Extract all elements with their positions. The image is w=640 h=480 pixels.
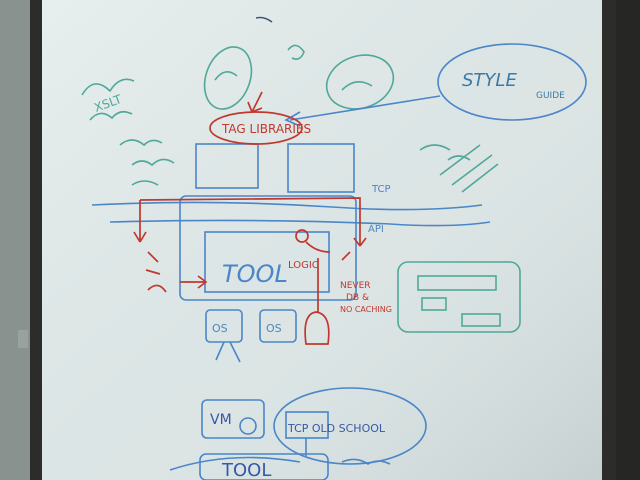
tag-libraries-arrow xyxy=(247,91,263,113)
style-guide-sublabel: GUIDE xyxy=(536,91,565,101)
board-shading xyxy=(42,0,602,480)
os-label-1: OS xyxy=(212,322,228,335)
style-guide-arrow xyxy=(289,95,441,121)
bottom-tool-label: TOOL xyxy=(221,460,271,480)
green-box-inner-2 xyxy=(421,297,447,311)
red-left-arrow xyxy=(133,200,147,243)
api-label: API xyxy=(368,224,384,235)
blue-diagram: STYLE GUIDE TCP API TOOL OS OS VM TCP OL… xyxy=(91,43,587,480)
style-guide-label: STYLE xyxy=(462,70,517,91)
logic-label: LOGIC xyxy=(288,260,319,271)
green-oval-right-text xyxy=(341,81,373,91)
red-left-notes xyxy=(145,251,167,293)
vm-circle xyxy=(239,417,257,435)
marker-holder xyxy=(18,330,28,348)
green-squiggle xyxy=(287,44,305,60)
never-label-3: NO CACHING xyxy=(340,305,392,314)
database-shape xyxy=(304,311,330,345)
never-label-2: DB & xyxy=(346,293,369,303)
tcp-old-school-box xyxy=(285,411,329,439)
blue-line-1 xyxy=(91,201,483,211)
os-label-2: OS xyxy=(266,322,282,335)
os-box-2 xyxy=(259,309,297,343)
logic-circle xyxy=(295,229,309,243)
tcp-old-school-bubble xyxy=(273,387,427,465)
green-oval-text xyxy=(214,71,238,81)
green-scribble-4 xyxy=(131,158,175,167)
vm-label: VM xyxy=(210,412,232,428)
red-tool-arrow xyxy=(180,275,208,289)
top-dark-mark xyxy=(255,16,273,23)
logic-connector xyxy=(305,241,331,253)
red-annotations: TAG LIBRARIES LOGIC NEVER DB & NO CACHIN… xyxy=(133,91,392,345)
style-guide-arrowhead xyxy=(284,111,301,127)
green-box-right xyxy=(397,261,521,333)
vm-box xyxy=(201,399,265,439)
green-scribble-2 xyxy=(89,110,133,121)
blue-bottom-arc xyxy=(169,456,301,471)
red-right-arrowhead xyxy=(353,237,367,247)
tool-container-box xyxy=(179,195,357,301)
top-box-right xyxy=(287,143,355,193)
green-box-inner-1 xyxy=(417,275,497,291)
tag-libraries-label: TAG LIBRARIES xyxy=(221,122,311,136)
tool-label: TOOL xyxy=(222,260,288,288)
green-notes-right xyxy=(419,144,471,161)
never-label: NEVER xyxy=(340,281,371,291)
tool-inner-box xyxy=(204,231,330,293)
tcp-old-school-label: TCP OLD SCHOOL xyxy=(287,422,386,435)
green-hatch xyxy=(439,144,499,193)
top-box-left xyxy=(195,143,259,189)
tag-libraries-bubble xyxy=(209,111,303,145)
green-oval-top xyxy=(203,46,253,110)
tcp-label: TCP xyxy=(371,184,391,195)
red-tick xyxy=(341,251,351,261)
green-scribble-3 xyxy=(119,139,163,147)
green-scribble-1 xyxy=(81,78,135,96)
red-span-line xyxy=(139,197,361,246)
blue-line-2 xyxy=(109,219,491,227)
green-box-inner-3 xyxy=(461,313,501,327)
green-scribble-5 xyxy=(131,180,159,186)
os-legs xyxy=(215,341,241,363)
blue-bottom-scribble xyxy=(341,458,391,465)
style-guide-bubble xyxy=(437,43,587,121)
bottom-tool-box xyxy=(199,453,329,480)
